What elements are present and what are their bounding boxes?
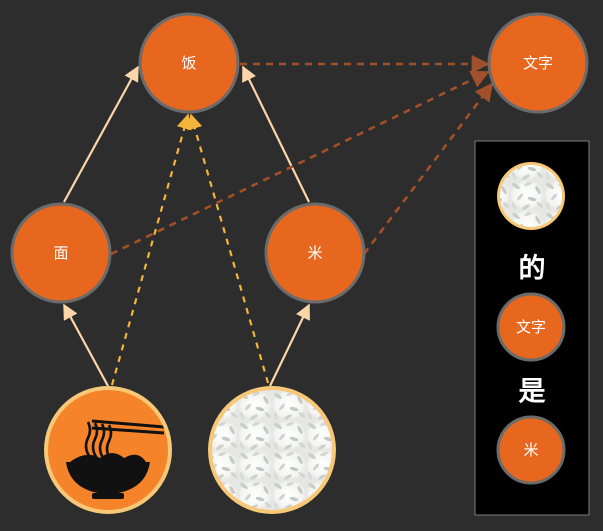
edge-rice-to-fan (187, 113, 270, 384)
legend-node-wenzi: 文字 (496, 292, 566, 362)
node-mian: 面 (10, 202, 112, 304)
legend-node-mi-label: 米 (523, 441, 538, 459)
legend-node-wenzi-label: 文字 (516, 318, 546, 336)
edge-mi-to-wenzi (362, 82, 494, 255)
node-fan-label: 饭 (181, 54, 196, 72)
legend-rice-image (497, 162, 565, 230)
node-mian-label: 面 (53, 244, 68, 262)
node-wenzi-label: 文字 (523, 54, 553, 72)
legend-text-de: 的 (519, 253, 546, 285)
node-wenzi: 文字 (487, 12, 589, 114)
edge-noodles-to-fan (110, 113, 192, 386)
edge-mian-to-wenzi (110, 70, 490, 256)
legend-text-shi: 是 (519, 377, 546, 408)
edge-noodles-to-mian (63, 303, 109, 387)
node-mi: 米 (264, 202, 366, 304)
node-fan: 饭 (138, 12, 240, 114)
node-mi-label: 米 (307, 244, 322, 262)
edge-mi-to-fan (242, 65, 310, 203)
edge-rice-to-mi (269, 303, 310, 387)
legend-box: 的 文字 是 米 (474, 140, 590, 516)
legend-node-mi: 米 (496, 415, 566, 485)
noodle-bowl-icon (44, 386, 172, 514)
edge-mian-to-fan (63, 65, 139, 203)
rice-grains-image (208, 386, 336, 514)
